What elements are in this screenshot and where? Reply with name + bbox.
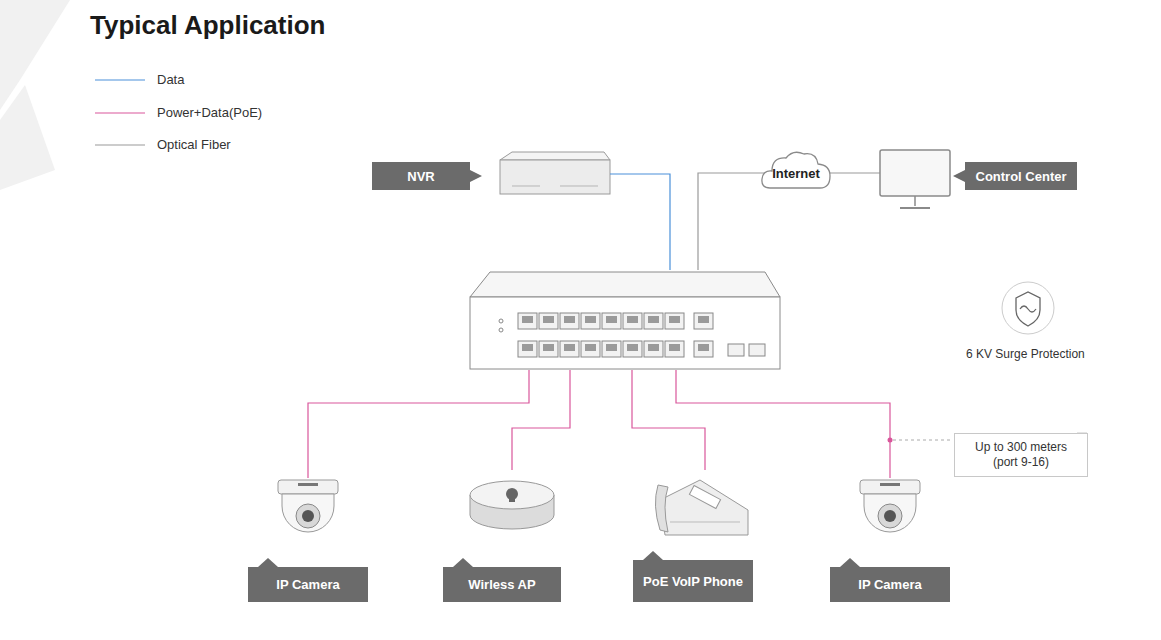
text-wrap: PoE VoIP Phone: [643, 574, 743, 589]
text-wrap: Control Center: [976, 169, 1067, 184]
fiber-line: [826, 172, 880, 173]
monitor-icon: [880, 150, 950, 208]
leader-line: [893, 440, 953, 441]
rj45-ports: [518, 313, 765, 357]
port: [698, 316, 709, 323]
port: [564, 316, 575, 323]
port: [623, 341, 642, 357]
legend-label: Power+Data(PoE): [157, 105, 262, 120]
legend-label: Optical Fiber: [157, 137, 231, 152]
legend-line: [95, 144, 145, 145]
poe-switch: [470, 272, 780, 369]
port: [539, 341, 558, 357]
port: [585, 344, 596, 351]
port: [606, 316, 617, 323]
node-text: IP Camera: [276, 577, 339, 592]
port: [522, 344, 533, 351]
port: [627, 344, 638, 351]
port: [627, 316, 638, 323]
port: [522, 316, 533, 323]
surge-icon: [1002, 282, 1054, 334]
dot: [888, 438, 893, 443]
device-label: NVR: [372, 162, 470, 190]
port: [602, 341, 621, 357]
port: [665, 341, 684, 357]
voip-phone-icon: [655, 480, 748, 535]
device-label: Wirless AP: [443, 567, 561, 602]
port: [669, 316, 680, 323]
port: [669, 344, 680, 351]
label-pointer: [258, 170, 965, 567]
ip-camera-icon: [278, 480, 338, 532]
node-text: IP Camera: [858, 577, 921, 592]
port: [543, 316, 554, 323]
legend-label: Data: [157, 72, 184, 87]
callout-note: Up to 300 meters (port 9-16): [954, 433, 1088, 477]
node-text: NVR: [407, 169, 434, 184]
device-label: PoE VoIP Phone: [633, 560, 753, 602]
ip-camera-icon: [860, 480, 920, 532]
device-label: IP Camera: [248, 567, 368, 602]
port: [518, 341, 537, 357]
port: [623, 313, 642, 329]
port: [749, 344, 765, 356]
watermark-shape: [0, 0, 70, 190]
node-text: Control Center: [976, 169, 1067, 184]
nvr-device: [500, 152, 610, 194]
feature-label: 6 KV Surge Protection: [966, 347, 1085, 361]
text-wrap: Internet: [772, 166, 820, 181]
text-wrap: NVR: [407, 169, 434, 184]
port: [694, 341, 713, 357]
node-text: PoE VoIP Phone: [643, 574, 743, 589]
node-text: Up to 300 meters (port 9-16): [965, 440, 1077, 470]
port: [585, 316, 596, 323]
port: [728, 344, 744, 356]
port: [560, 341, 579, 357]
legend-line: [95, 112, 145, 113]
port: [644, 341, 663, 357]
device-label: Control Center: [965, 162, 1077, 190]
port: [564, 344, 575, 351]
text-wrap: IP Camera: [276, 577, 339, 592]
node-text: Wirless AP: [468, 577, 535, 592]
port: [698, 344, 709, 351]
port: [648, 344, 659, 351]
data-line: [610, 174, 670, 270]
node-text: Internet: [772, 166, 820, 181]
port: [518, 313, 537, 329]
legend-line: [95, 79, 145, 80]
text-wrap: Wirless AP: [468, 577, 535, 592]
port: [543, 344, 554, 351]
text-wrap: Up to 300 meters (port 9-16): [965, 440, 1077, 470]
port: [694, 313, 713, 329]
port: [560, 313, 579, 329]
port: [581, 313, 600, 329]
wireless-ap-icon: [470, 481, 554, 529]
text-wrap: IP Camera: [858, 577, 921, 592]
fiber-line: [698, 173, 765, 270]
port: [606, 344, 617, 351]
port: [648, 316, 659, 323]
port: [581, 341, 600, 357]
poe-line: [308, 370, 890, 478]
internet-cloud: Internet: [760, 148, 832, 198]
title: Typical Application: [90, 10, 325, 41]
port: [539, 313, 558, 329]
device-label: IP Camera: [830, 567, 950, 602]
port: [602, 313, 621, 329]
port: [665, 313, 684, 329]
port: [644, 313, 663, 329]
